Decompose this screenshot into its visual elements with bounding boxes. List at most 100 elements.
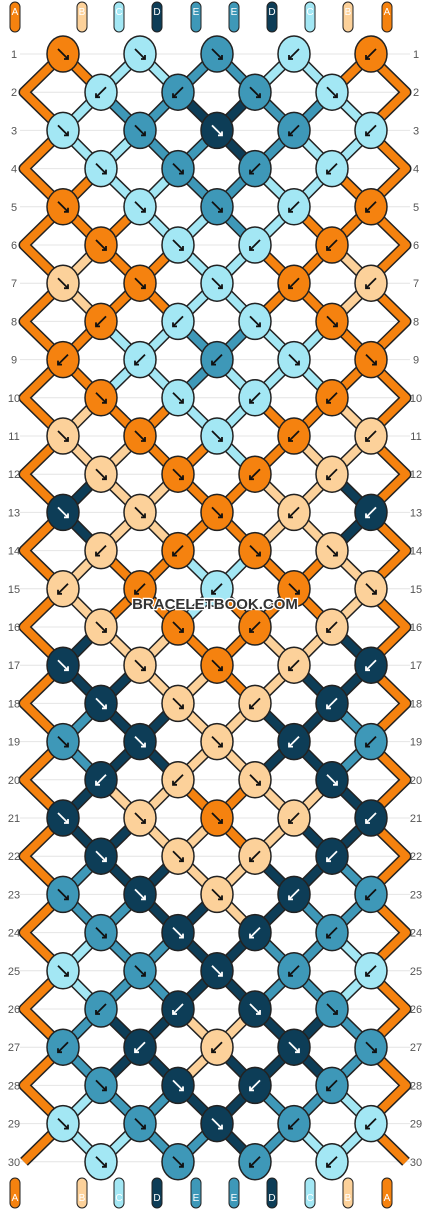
knot <box>161 837 195 875</box>
knot <box>238 761 272 799</box>
knot <box>354 875 388 914</box>
row-number-right: 2 <box>413 87 419 99</box>
bottom-strand-B <box>342 1177 354 1209</box>
knot-arrow-se-icon <box>134 888 146 901</box>
knot <box>315 302 349 341</box>
knot <box>200 264 234 302</box>
row-number-right: 6 <box>413 240 419 252</box>
knot <box>354 799 388 837</box>
knot-arrow-sw-icon <box>249 1156 261 1168</box>
knot-arrow-se-icon <box>57 1117 69 1130</box>
knot-arrow-se-icon <box>134 965 146 977</box>
knot <box>200 646 234 684</box>
knot-arrow-sw-icon <box>288 735 300 748</box>
knot-arrow-sw-icon <box>288 1117 300 1130</box>
knot-arrow-sw-icon <box>172 86 184 98</box>
knot-arrow-se-icon <box>134 506 146 519</box>
top-strand-label: C <box>115 7 122 18</box>
watermark: BRACELETBOOK.COM <box>132 596 298 613</box>
knot <box>277 493 311 532</box>
row-number-left: 11 <box>8 431 19 443</box>
knot <box>200 722 234 761</box>
knot <box>123 570 157 608</box>
knot-arrow-sw-icon <box>134 1041 146 1053</box>
knot-arrow-sw-icon <box>172 544 184 557</box>
row-number-left: 24 <box>8 928 20 940</box>
row-number-right: 14 <box>410 546 422 558</box>
knot-arrow-sw-icon <box>134 583 146 595</box>
knot <box>46 952 80 990</box>
row-number-right: 4 <box>413 164 419 176</box>
knot-arrow-se-icon <box>288 1041 300 1053</box>
bottom-strand-label: B <box>79 1193 86 1204</box>
row-number-left: 10 <box>8 393 20 405</box>
row-number-right: 18 <box>410 698 422 710</box>
knot <box>315 149 349 188</box>
knot <box>161 990 195 1028</box>
knot <box>277 952 311 990</box>
knot <box>238 455 272 493</box>
row-number-right: 21 <box>410 813 422 825</box>
knot-arrow-sw-icon <box>249 621 261 633</box>
knot-arrow-se-icon <box>134 430 146 442</box>
knot-arrow-se-icon <box>365 1041 377 1053</box>
knot <box>277 264 311 302</box>
knot <box>46 875 80 914</box>
top-strand-label: B <box>79 7 86 18</box>
row-number-left: 30 <box>8 1157 20 1169</box>
knot-arrow-se-icon <box>172 697 184 710</box>
row-number-left: 22 <box>8 851 20 863</box>
knot-arrow-se-icon <box>172 392 184 404</box>
knot <box>238 684 272 723</box>
knot-arrow-sw-icon <box>365 277 377 289</box>
bottom-strand-label: C <box>306 1193 313 1204</box>
knot-arrow-sw-icon <box>172 315 184 328</box>
row-number-left: 13 <box>8 507 20 519</box>
knot-arrow-se-icon <box>57 48 69 60</box>
bottom-strand-label: C <box>115 1193 122 1204</box>
knot <box>46 493 80 532</box>
knot-arrow-sw-icon <box>288 277 300 289</box>
row-number-right: 3 <box>413 125 419 137</box>
knot-arrow-se-icon <box>95 239 107 251</box>
knot <box>46 722 80 761</box>
knot-arrow-sw-icon <box>288 659 300 671</box>
knot-arrow-sw-icon <box>365 735 377 748</box>
knot-arrow-sw-icon <box>249 926 261 939</box>
knot <box>315 455 349 493</box>
row-number-right: 27 <box>410 1042 422 1054</box>
row-number-left: 29 <box>8 1119 20 1131</box>
knot <box>238 379 272 417</box>
knot-arrow-sw-icon <box>365 888 377 901</box>
row-number-left: 6 <box>11 240 17 252</box>
knot <box>277 1104 311 1143</box>
knot-arrow-se-icon <box>134 124 146 137</box>
top-strand-label: E <box>193 7 200 18</box>
knot-layer <box>46 35 388 1181</box>
knot-arrow-se-icon <box>57 812 69 824</box>
knot-arrow-sw-icon <box>57 583 69 595</box>
knot-arrow-sw-icon <box>365 201 377 213</box>
knot <box>161 73 195 111</box>
knot-arrow-se-icon <box>172 1156 184 1168</box>
knot-arrow-se-icon <box>134 812 146 824</box>
bottom-strand-C <box>304 1177 316 1209</box>
knot <box>161 302 195 341</box>
knot <box>161 684 195 723</box>
knot <box>315 73 349 111</box>
row-number-left: 15 <box>8 584 20 596</box>
knot-arrow-se-icon <box>134 201 146 213</box>
bottom-strand-E <box>228 1177 240 1209</box>
bottom-strand-C <box>113 1177 125 1209</box>
top-strand-C <box>304 1 316 33</box>
row-number-right: 22 <box>410 851 422 863</box>
row-number-left: 4 <box>11 164 17 176</box>
row-number-right: 12 <box>410 469 422 481</box>
knot-arrow-sw-icon <box>288 124 300 137</box>
knot <box>161 455 195 493</box>
knot <box>84 990 118 1028</box>
knot-arrow-sw-icon <box>134 353 146 366</box>
knot-arrow-se-icon <box>134 1117 146 1130</box>
knot <box>84 608 118 646</box>
